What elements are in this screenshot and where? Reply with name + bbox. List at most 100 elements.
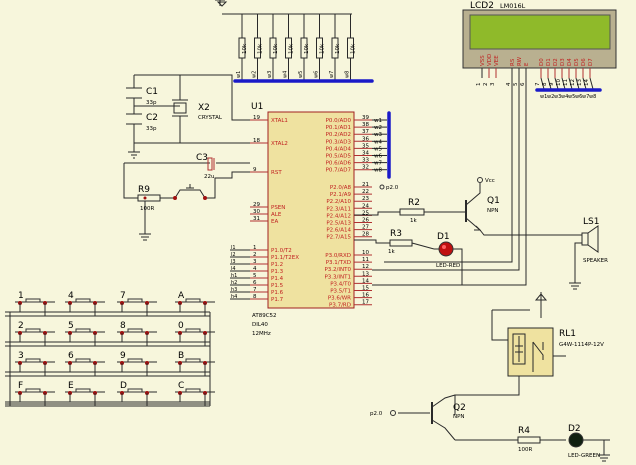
lcd-pin-label: D6 — [581, 58, 587, 66]
mcu-pin-number: 27 — [362, 225, 369, 231]
pullup-net-label: w7 — [329, 71, 335, 78]
mcu-pin-label: P1.1/T2EX — [271, 255, 299, 261]
keypad-key-label: D — [120, 381, 127, 391]
mcu-pin-number: 31 — [253, 216, 260, 222]
keypad-key-5[interactable]: 5 — [65, 321, 105, 346]
pullup-net-label: w2 — [252, 71, 258, 78]
keypad-key-0[interactable]: 0 — [175, 321, 215, 346]
r9-ref: R9 — [138, 185, 150, 195]
mcu-pin-number: 36 — [362, 136, 369, 142]
lcd-pin-label: D1 — [546, 58, 552, 66]
x2-ref: X2 — [198, 103, 210, 113]
p2-label: p2.0 — [386, 185, 399, 191]
lcd-pin-number: 3 — [490, 82, 496, 86]
keypad-key-3[interactable]: 3 — [15, 351, 55, 376]
c3-value: 22u — [204, 174, 214, 180]
lcd-ref: LCD2 — [470, 1, 494, 11]
keypad-key-label: 6 — [68, 351, 74, 361]
lcd-pin-number: 12 — [570, 79, 576, 86]
keypad-key-8[interactable]: 8 — [117, 321, 157, 346]
pullup-net-label: w1 — [236, 71, 242, 78]
mcu-pin-label: P2.1/A9 — [330, 192, 352, 198]
lcd-pin-label: D5 — [574, 58, 580, 66]
lcd-pin-number: 10 — [556, 79, 562, 86]
pullup-resistor-value: 10k — [351, 43, 357, 54]
p0-bus-label: w1 — [374, 118, 382, 124]
keypad-key-f[interactable]: F — [15, 381, 55, 406]
mcu-pin-number: 34 — [362, 151, 369, 157]
c2-ref: C2 — [146, 113, 158, 123]
mcu-pin-number: 22 — [362, 189, 369, 195]
keypad-key-d[interactable]: D — [117, 381, 157, 406]
mcu-pin-label: P2.3/A11 — [326, 206, 351, 212]
keypad-key-label: A — [178, 291, 185, 301]
mcu-pin-label: P3.5/T1 — [330, 289, 351, 295]
mcu-pin-number: 2 — [253, 252, 257, 258]
p1-net-label: l1 — [231, 245, 236, 251]
mcu-pin-number: 19 — [253, 115, 260, 121]
p0-bus-label: w2 — [374, 125, 382, 131]
mcu-pin-label: P0.2/AD2 — [326, 132, 351, 138]
keypad-key-a[interactable]: A — [175, 291, 215, 316]
keypad-key-label: 4 — [68, 291, 74, 301]
u1-part: AT89C52 — [252, 313, 277, 319]
keypad-key-2[interactable]: 2 — [15, 321, 55, 346]
lcd-component[interactable]: LCD2 LM016L VSS1VDD2VEE3RS4RW5E6D07D18D2… — [462, 1, 617, 90]
keypad-key-9[interactable]: 9 — [117, 351, 157, 376]
mcu-pin-label: P2.0/A8 — [330, 185, 352, 191]
keypad-key-4[interactable]: 4 — [65, 291, 105, 316]
d1-name: LED-RED — [436, 263, 460, 269]
lcd-pin-label: D3 — [560, 58, 566, 66]
vcc-label: Vcc — [485, 178, 495, 184]
keypad-key-c[interactable]: C — [175, 381, 215, 406]
keypad-key-label: 0 — [178, 321, 184, 331]
keypad-key-label: B — [178, 351, 184, 361]
keypad-key-e[interactable]: E — [65, 381, 105, 406]
mcu-pin-number: 11 — [362, 257, 369, 263]
lcd-pin-number: 9 — [549, 82, 555, 86]
x2-type: CRYSTAL — [198, 115, 223, 121]
mcu-pin-label: P0.0/AD0 — [326, 118, 352, 124]
c1-value: 33p — [146, 100, 157, 106]
mcu-pin-number: 16 — [362, 293, 369, 299]
mcu-pin-label: P3.4/T0 — [330, 281, 351, 287]
lcd-pin-label: RS — [510, 58, 516, 66]
keypad-key-label: E — [68, 381, 74, 391]
mcu-pin-label: P0.3/AD3 — [326, 139, 352, 145]
c3-ref: C3 — [196, 153, 208, 163]
lcd-pin-label: VEE — [494, 55, 500, 66]
mcu-pin-label: PSEN — [271, 205, 285, 211]
keypad-key-1[interactable]: 1 — [15, 291, 55, 316]
mcu-pin-number: 23 — [362, 196, 369, 202]
mcu-pin-number: 18 — [253, 138, 260, 144]
keypad-key-7[interactable]: 7 — [117, 291, 157, 316]
lcd-pin-label: E — [524, 62, 530, 66]
mcu-pin-number: 38 — [362, 122, 369, 128]
lcd-pin-label: D0 — [539, 58, 545, 66]
keypad-key-b[interactable]: B — [175, 351, 215, 376]
mcu-pin-label: P2.4/A12 — [326, 213, 351, 219]
lcd-pin-number: 5 — [513, 82, 519, 86]
ls1-name: SPEAKER — [583, 258, 608, 264]
pullup-net-label: w3 — [267, 71, 273, 78]
keypad-key-label: F — [18, 381, 23, 391]
mcu-pin-number: 8 — [253, 294, 257, 300]
mcu-pin-label: RST — [271, 170, 282, 176]
mcu-pin-number: 1 — [253, 245, 257, 251]
p1-net-label: l2 — [231, 252, 236, 258]
mcu-pin-label: XTAL2 — [271, 141, 288, 147]
p0-bus-label: w5 — [374, 146, 382, 152]
mcu-pin-number: 9 — [253, 167, 257, 173]
lcd-pin-label: D4 — [567, 58, 573, 66]
r2-value: 1k — [410, 218, 417, 224]
p0-bus-label: w8 — [374, 168, 382, 174]
d2-ref: D2 — [568, 424, 581, 434]
pullup-net-label: w8 — [345, 71, 351, 78]
keypad-key-6[interactable]: 6 — [65, 351, 105, 376]
p2-net-label: p2.0 — [379, 184, 399, 191]
